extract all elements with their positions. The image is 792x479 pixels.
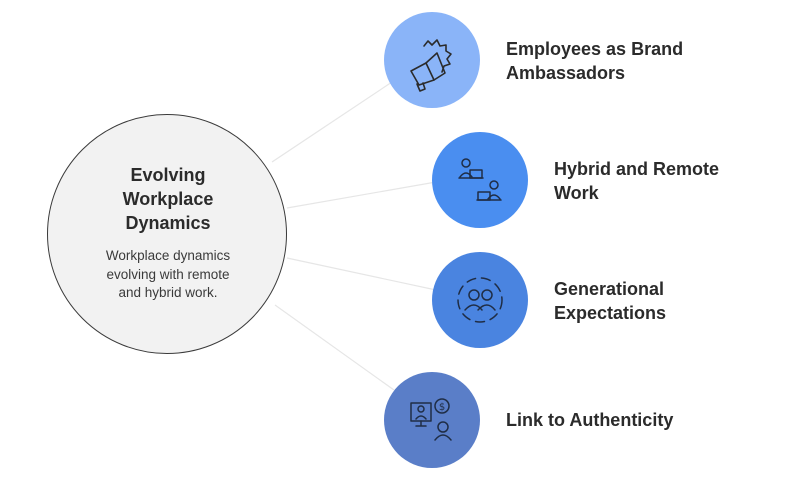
node-label-generational-expectations: Generational Expectations [554, 279, 667, 323]
node-hybrid-remote-work [432, 132, 528, 228]
connector-line [271, 81, 393, 163]
central-topic-description: Workplace dynamics evolving with remote … [105, 248, 231, 300]
central-topic-circle: Evolving Workplace Dynamics Workplace dy… [47, 114, 287, 354]
megaphone-icon [410, 39, 452, 92]
central-topic-title: Evolving Workplace Dynamics [122, 165, 214, 233]
connector-line [274, 304, 395, 391]
connector-line [286, 257, 437, 291]
people-group-icon [457, 277, 503, 323]
node-link-authenticity: $ [384, 372, 480, 468]
node-label-link-authenticity: Link to Authenticity [506, 410, 674, 430]
video-call-money-icon: $ [410, 398, 452, 441]
node-brand-ambassadors [384, 12, 480, 108]
node-label-hybrid-remote-work: Hybrid and Remote Work [554, 159, 720, 203]
node-generational-expectations [432, 252, 528, 348]
node-label-brand-ambassadors: Employees as Brand Ambassadors [506, 39, 684, 83]
remote-workers-icon [458, 158, 502, 201]
connector-line [286, 181, 437, 209]
svg-text:$: $ [439, 402, 445, 413]
